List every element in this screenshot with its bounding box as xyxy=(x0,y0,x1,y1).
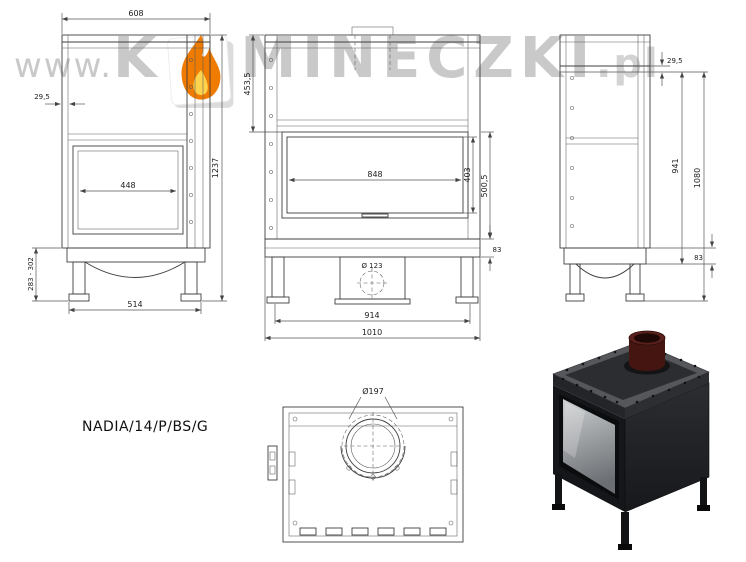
dim-upper-height: 453,5 xyxy=(243,73,252,96)
dim-plinth-height: 83 xyxy=(694,254,703,262)
top-view-dimensions: Ø197 xyxy=(348,386,398,420)
left-view-body xyxy=(61,34,211,302)
model-label: NADIA/14/P/BS/G xyxy=(82,419,209,435)
watermark-brand-start: K xyxy=(113,26,163,91)
top-view: Ø197 xyxy=(267,386,464,543)
dim-side-glass-width: 448 xyxy=(120,181,135,190)
top-view-body xyxy=(267,406,464,543)
render-glass xyxy=(559,394,619,500)
dim-firebox-height: 500,5 xyxy=(480,175,489,198)
flame-inner xyxy=(192,70,208,96)
dim-glass-height: 403 xyxy=(463,167,472,182)
right-side-view: 29,5 941 1080 83 xyxy=(559,34,716,302)
dim-total-height: 1080 xyxy=(693,168,702,188)
right-view-dimensions: 29,5 941 1080 83 xyxy=(560,52,716,302)
front-view: 453,5 848 403 500,5 83 Ø 123 914 1010 xyxy=(243,26,502,341)
dim-base-depth: 514 xyxy=(127,300,142,309)
watermark-www: www. xyxy=(14,46,114,86)
watermark-brand-end: MINECZKI xyxy=(240,26,597,91)
front-view-dimensions: 453,5 848 403 500,5 83 Ø 123 914 1010 xyxy=(243,34,502,341)
dim-body-width: 914 xyxy=(364,311,379,320)
render-legs xyxy=(552,474,710,550)
dim-glass-width: 848 xyxy=(367,170,382,179)
dim-outlet-diameter: Ø 123 xyxy=(361,262,382,270)
side-glass xyxy=(72,145,184,235)
door-handle xyxy=(361,213,389,218)
dim-wall-offset: 29,5 xyxy=(34,93,50,101)
dim-total-width: 1010 xyxy=(362,328,382,337)
render-3d xyxy=(552,330,710,550)
render-body xyxy=(552,330,710,550)
left-side-view: 608 1237 29,5 448 283 - 302 514 xyxy=(27,9,227,314)
dim-leg-adjust-range: 283 - 302 xyxy=(27,257,35,291)
dim-top-offset: 29,5 xyxy=(667,57,683,65)
left-view-dimensions: 608 1237 29,5 448 283 - 302 514 xyxy=(27,9,227,314)
flue-pipe xyxy=(624,330,670,375)
front-view-body xyxy=(264,26,481,305)
watermark-tld: .pl xyxy=(596,41,660,87)
dim-body-height: 941 xyxy=(671,158,680,173)
dim-total-height: 1237 xyxy=(211,158,220,178)
right-view-body xyxy=(559,34,651,302)
watermark: www. K MINECZKI .pl xyxy=(14,26,660,108)
front-glass xyxy=(281,131,469,219)
dim-flue-diameter: Ø197 xyxy=(362,386,384,396)
dim-plinth-height: 83 xyxy=(493,246,502,254)
dim-depth: 608 xyxy=(128,9,143,18)
